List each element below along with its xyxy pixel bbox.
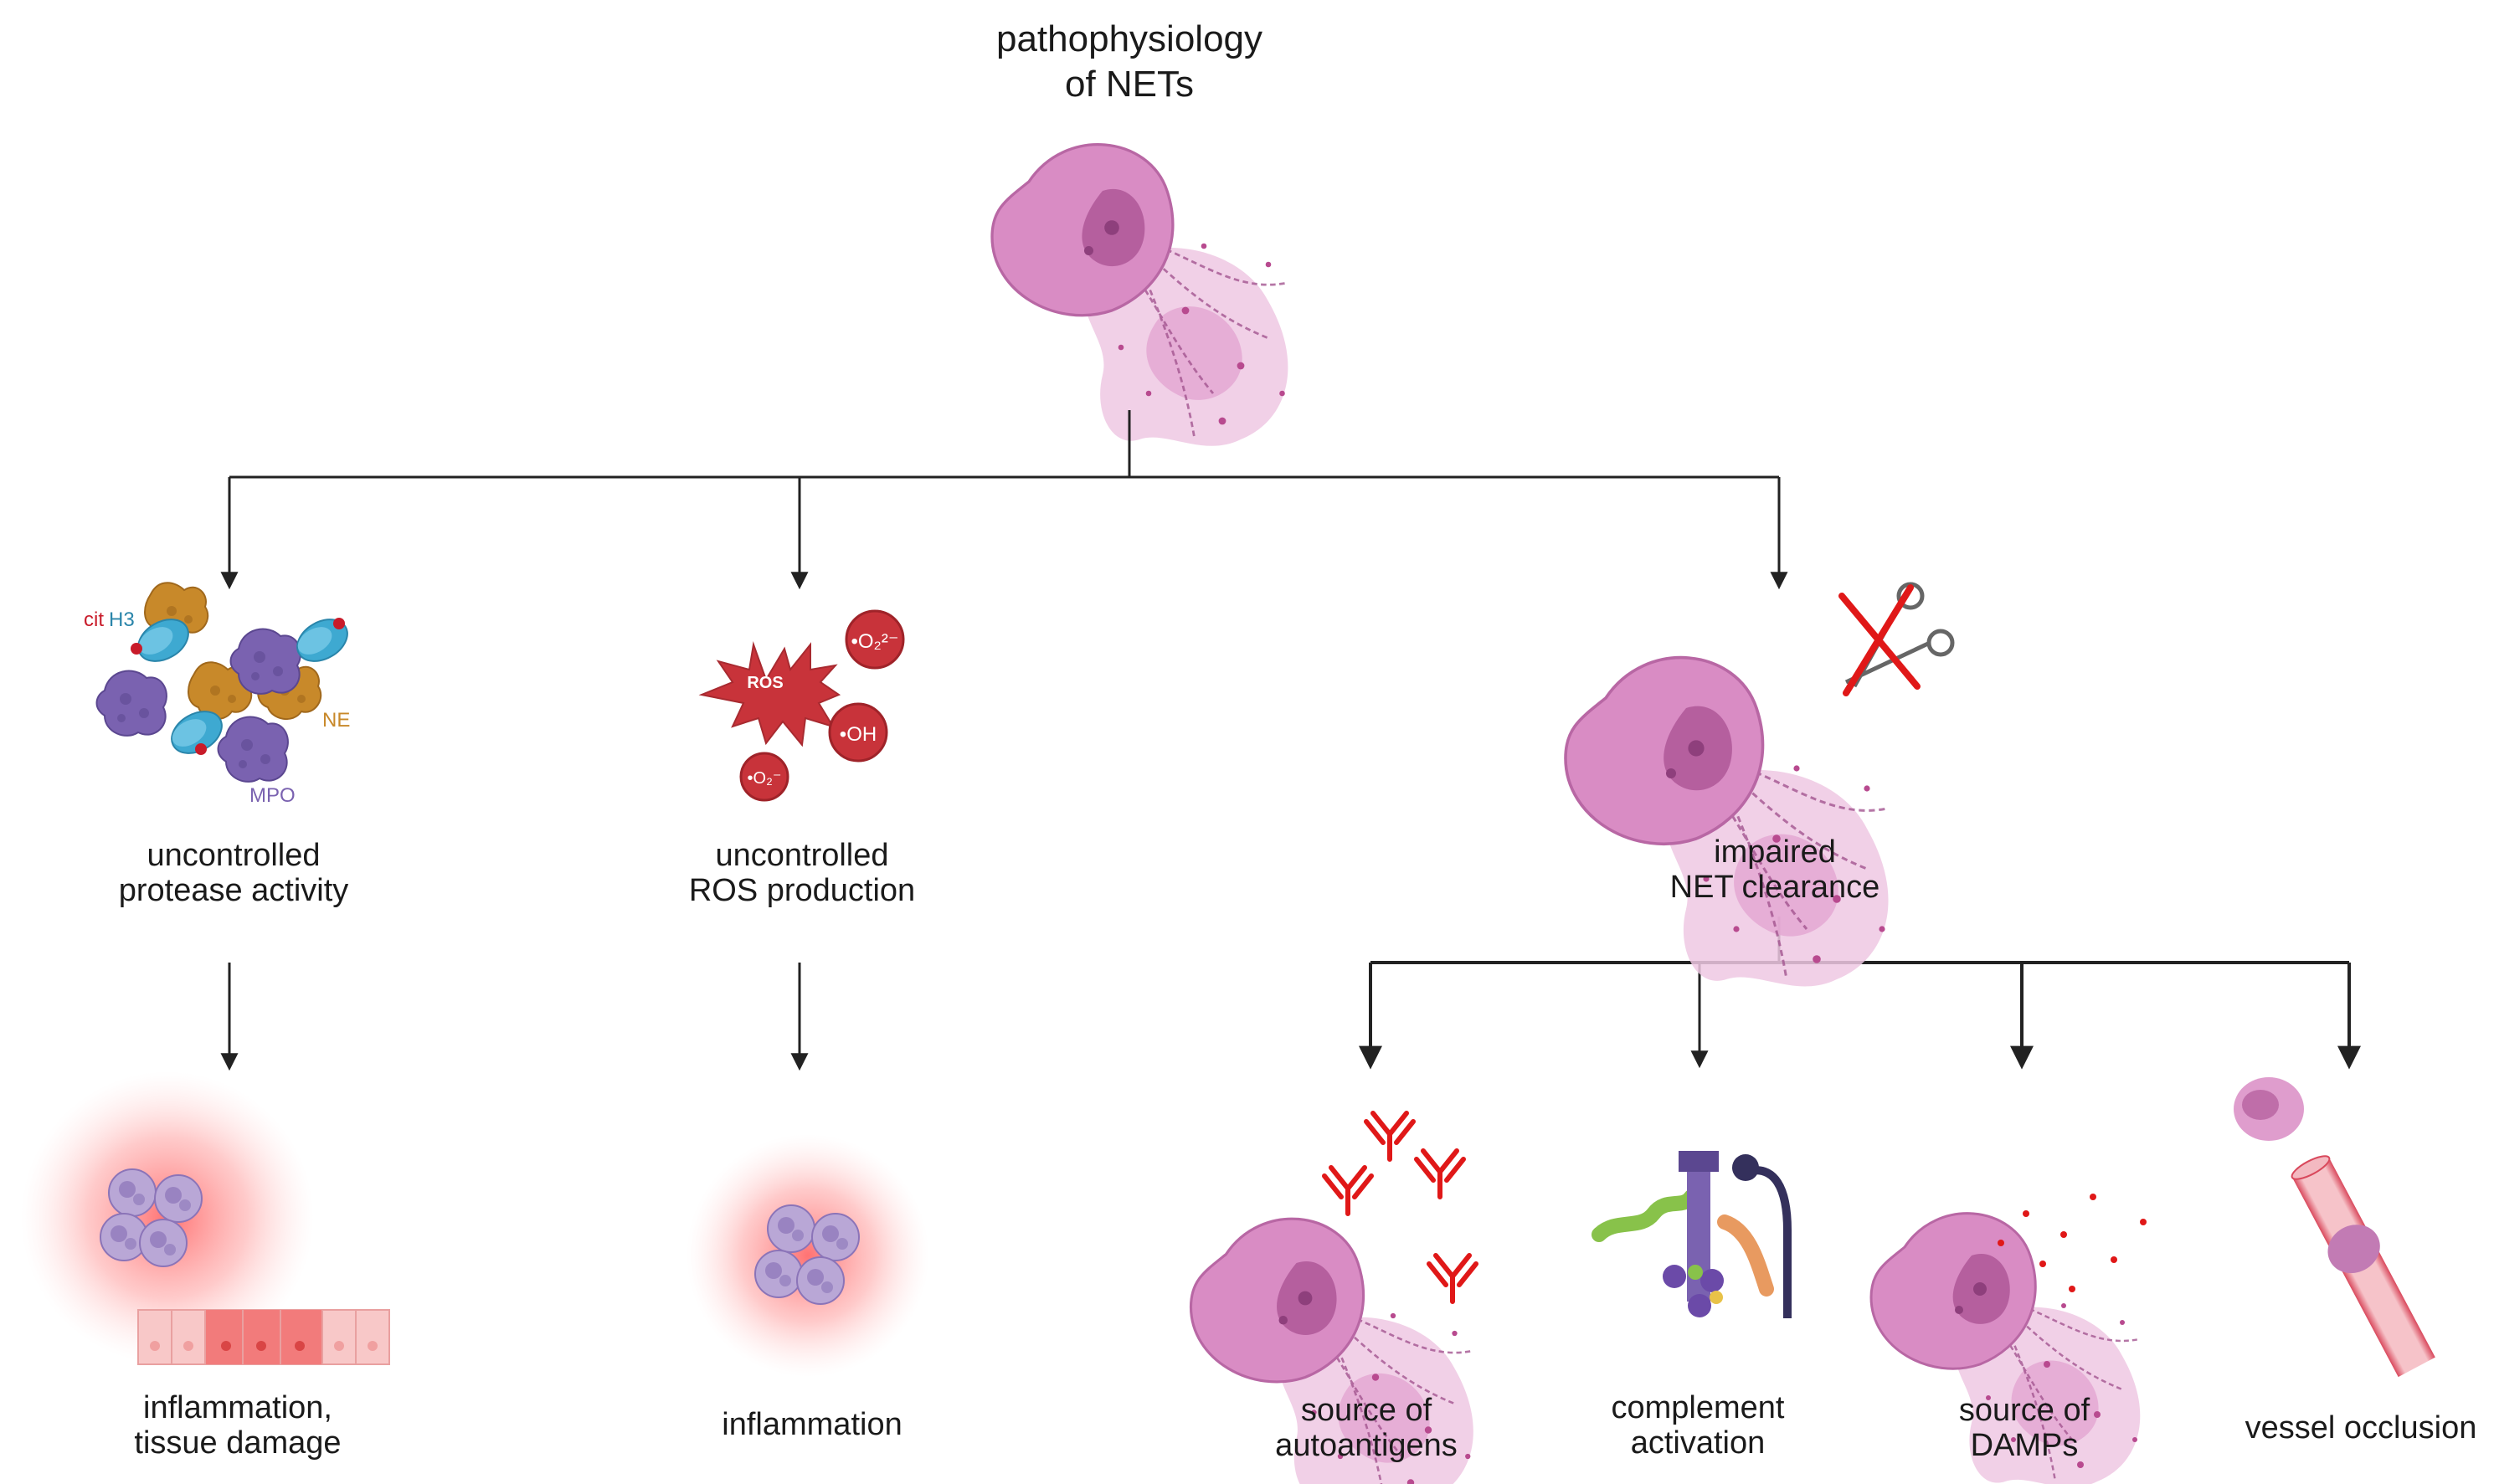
tree-connectors <box>220 410 2361 1071</box>
superoxide-label: •O₂⁻ <box>748 769 782 788</box>
diagram-title-line1: pathophysiology <box>995 18 1263 59</box>
vessel-occlusion-label: vessel occlusion <box>2245 1410 2477 1445</box>
inflammation-label: inflammation <box>722 1407 902 1442</box>
ne-label: NE <box>322 709 350 732</box>
damps-label-line1: source of <box>1958 1393 2090 1428</box>
cith3-label-suffix: H3 <box>109 608 135 631</box>
clearance-label-line1: impaired <box>1714 834 1836 870</box>
damps-illustration <box>1869 1194 2147 1484</box>
ros-burst-icon <box>698 641 841 747</box>
antibody-icon <box>1366 1113 1413 1159</box>
cith3-label-prefix: cit <box>84 608 104 631</box>
ros-species: ROS •O₂²⁻ •OH •O₂⁻ <box>698 609 905 802</box>
tissue-epithelium <box>137 1309 390 1365</box>
inflammation-tissue-illustration <box>21 1071 390 1365</box>
top-net-illustration <box>990 143 1290 448</box>
protease-label-line2: protease activity <box>118 873 349 908</box>
autoantigens-label-line1: source of <box>1300 1393 1432 1428</box>
superoxide-dianion-label: •O₂²⁻ <box>851 630 898 653</box>
clearance-label-line2: NET clearance <box>1669 870 1880 905</box>
complement-label-line2: activation <box>1630 1425 1766 1461</box>
complement-illustration <box>1592 1151 1792 1318</box>
ros-burst-label: ROS <box>747 674 783 692</box>
tissue-damage-label-line1: inflammation, <box>143 1390 332 1425</box>
damps-label-line2: DAMPs <box>1970 1428 2079 1463</box>
autoantigens-label-line2: autoantigens <box>1275 1428 1458 1463</box>
ros-label-line1: uncontrolled <box>715 838 889 873</box>
hydroxyl-label: •OH <box>840 723 877 746</box>
impaired-clearance-illustration <box>1564 582 1955 988</box>
crossed-out-x-icon <box>1838 584 1921 696</box>
mpo-label: MPO <box>249 784 296 807</box>
tissue-damage-label-line2: tissue damage <box>134 1425 342 1461</box>
complement-label-line1: complement <box>1611 1390 1785 1425</box>
diagram-title-line2: of NETs <box>1064 64 1195 105</box>
vessel-occlusion-illustration <box>2234 1077 2435 1378</box>
protease-label-line1: uncontrolled <box>147 838 321 873</box>
inflammation-illustration <box>686 1134 929 1377</box>
ros-label-line2: ROS production <box>688 873 916 908</box>
